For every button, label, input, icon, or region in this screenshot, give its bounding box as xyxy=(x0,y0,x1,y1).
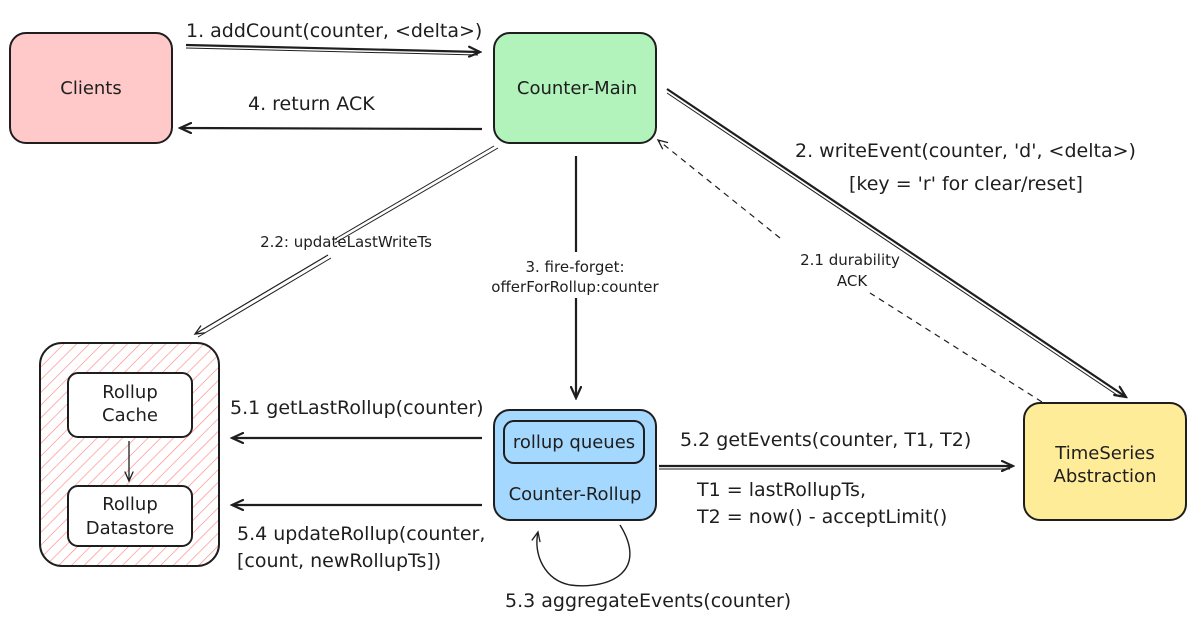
write-event-note: [key = 'r' for clear/reset] xyxy=(849,173,1083,195)
update-last-write-label: 2.2: updateLastWriteTs xyxy=(260,233,432,251)
edge-update-last-write: 2.2: updateLastWriteTs xyxy=(193,145,499,338)
update-rollup-label-line2: [count, newRollupTs]) xyxy=(237,550,441,572)
add-count-label: 1. addCount(counter, <delta>) xyxy=(186,20,482,42)
edge-get-last-rollup: 5.1 getLastRollup(counter) xyxy=(230,397,484,438)
update-rollup-label-line1: 5.4 updateRollup(counter, xyxy=(237,523,485,545)
rollup-datastore-label-line1: Rollup xyxy=(102,494,158,515)
rollup-queues-box[interactable]: rollup queues xyxy=(503,420,645,464)
timeseries-node[interactable]: TimeSeries Abstraction xyxy=(1023,402,1187,521)
rollup-datastore-group[interactable]: Rollup Cache Rollup Datastore xyxy=(39,342,220,567)
return-ack-label: 4. return ACK xyxy=(248,93,375,115)
timeseries-label-line1: TimeSeries xyxy=(1054,443,1154,464)
get-last-rollup-label: 5.1 getLastRollup(counter) xyxy=(230,397,484,419)
rollup-cache-node[interactable]: Rollup Cache xyxy=(67,372,193,438)
rollup-datastore-label-line2: Datastore xyxy=(86,518,175,539)
counter-main-label: Counter-Main xyxy=(517,78,637,99)
edge-aggregate-events: 5.3 aggregateEvents(counter) xyxy=(505,524,791,612)
fire-forget-label-line2: offerForRollup:counter xyxy=(491,278,659,296)
get-events-label: 5.2 getEvents(counter, T1, T2) xyxy=(680,429,971,451)
time-range-line1: T1 = lastRollupTs, xyxy=(696,479,866,501)
edge-fire-forget: 3. fire-forget: offerForRollup:counter xyxy=(491,156,660,398)
edge-update-rollup: 5.4 updateRollup(counter, [count, newRol… xyxy=(232,505,485,572)
rollup-cache-label-line1: Rollup xyxy=(102,382,158,403)
counter-main-node[interactable]: Counter-Main xyxy=(493,32,657,144)
time-range-line2: T2 = now() - acceptLimit() xyxy=(696,506,947,528)
edge-return-ack: 4. return ACK xyxy=(180,93,483,129)
rollup-datastore-node[interactable]: Rollup Datastore xyxy=(67,485,193,547)
edge-add-count: 1. addCount(counter, <delta>) xyxy=(185,20,482,55)
clients-node[interactable]: Clients xyxy=(9,32,173,144)
edge-write-event: 2. writeEvent(counter, 'd', <delta>) [ke… xyxy=(666,88,1136,397)
aggregate-events-label: 5.3 aggregateEvents(counter) xyxy=(505,590,791,612)
edge-durability-ack: 2.1 durability ACK xyxy=(656,138,1043,403)
fire-forget-label-line1: 3. fire-forget: xyxy=(525,258,624,276)
counter-rollup-node[interactable]: rollup queues Counter-Rollup xyxy=(493,409,657,521)
rollup-cache-label-line2: Cache xyxy=(102,405,158,426)
durability-ack-label-line1: 2.1 durability xyxy=(800,251,900,269)
rollup-queues-label: rollup queues xyxy=(513,432,635,453)
counter-rollup-label: Counter-Rollup xyxy=(509,484,642,505)
durability-ack-label-line2: ACK xyxy=(837,272,868,290)
write-event-label: 2. writeEvent(counter, 'd', <delta>) xyxy=(795,140,1136,162)
edge-get-events: 5.2 getEvents(counter, T1, T2) T1 = last… xyxy=(659,429,1013,528)
timeseries-label-line2: Abstraction xyxy=(1054,466,1157,487)
clients-label: Clients xyxy=(60,78,122,99)
